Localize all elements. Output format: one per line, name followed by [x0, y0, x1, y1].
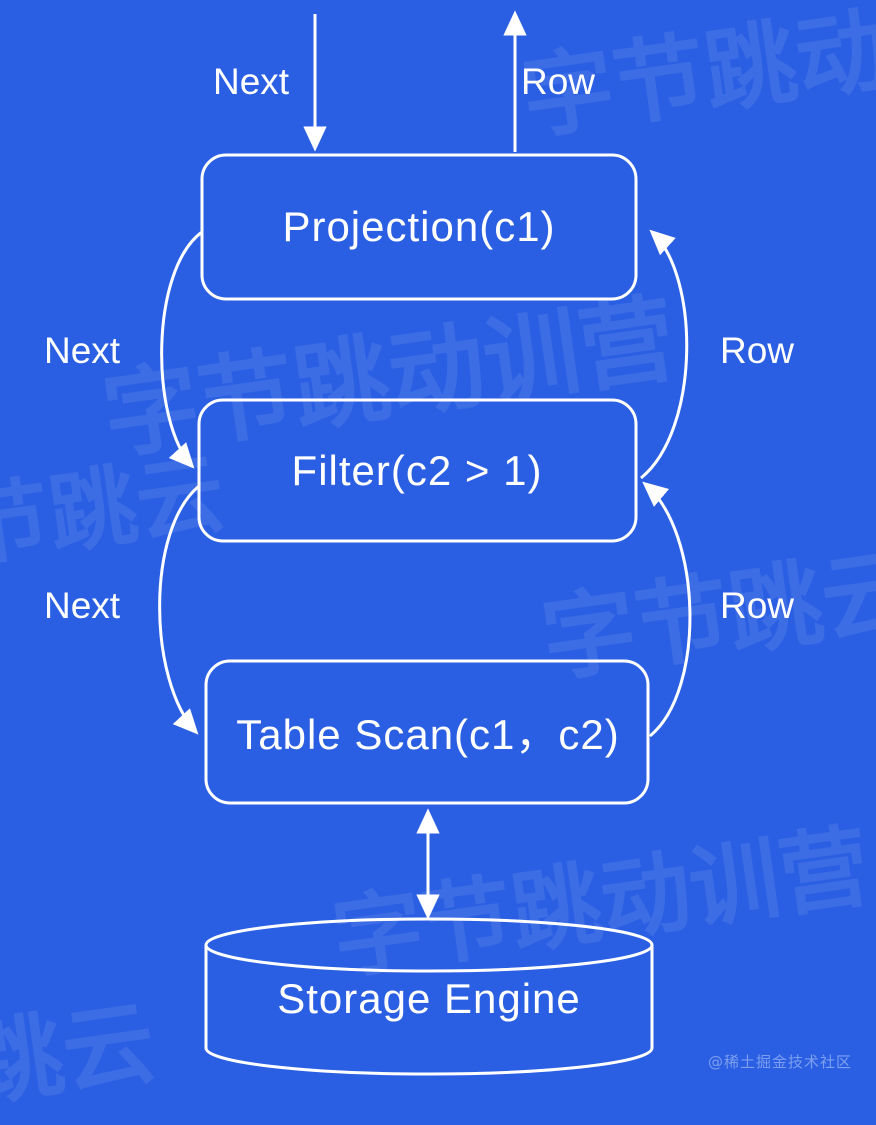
- node-filter-box: [197, 398, 638, 543]
- node-tablescan-box: [204, 659, 650, 805]
- query-plan-diagram: Next Row Next Row Next Row Projection(c1…: [44, 10, 794, 1076]
- cylinder-bottom-arc: [204, 1047, 654, 1076]
- edge-projection-filter-next: [160, 230, 203, 469]
- node-projection-box: [200, 153, 638, 301]
- edge-filter-projection-row: [640, 229, 689, 480]
- credit-watermark: @稀土掘金技术社区: [707, 1053, 852, 1071]
- edge-label-filter-tablescan-next: Next: [44, 585, 121, 626]
- edge-label-top-row: Row: [521, 61, 595, 102]
- edge-label-projection-filter-next: Next: [44, 330, 121, 371]
- node-filter-label: Filter(c2 > 1): [292, 447, 543, 494]
- edge-label-top-next: Next: [213, 61, 290, 102]
- cylinder-top-ellipse: [204, 917, 654, 973]
- edge-filter-tablescan-next: [158, 484, 200, 735]
- edge-label-filter-projection-row: Row: [720, 330, 794, 371]
- edge-label-tablescan-filter-row: Row: [720, 585, 794, 626]
- node-storage-label: Storage Engine: [277, 975, 581, 1022]
- node-projection-label: Projection(c1): [282, 203, 555, 250]
- node-tablescan-label: Table Scan(c1，c2): [236, 711, 620, 758]
- edge-tablescan-filter-row: [642, 481, 692, 738]
